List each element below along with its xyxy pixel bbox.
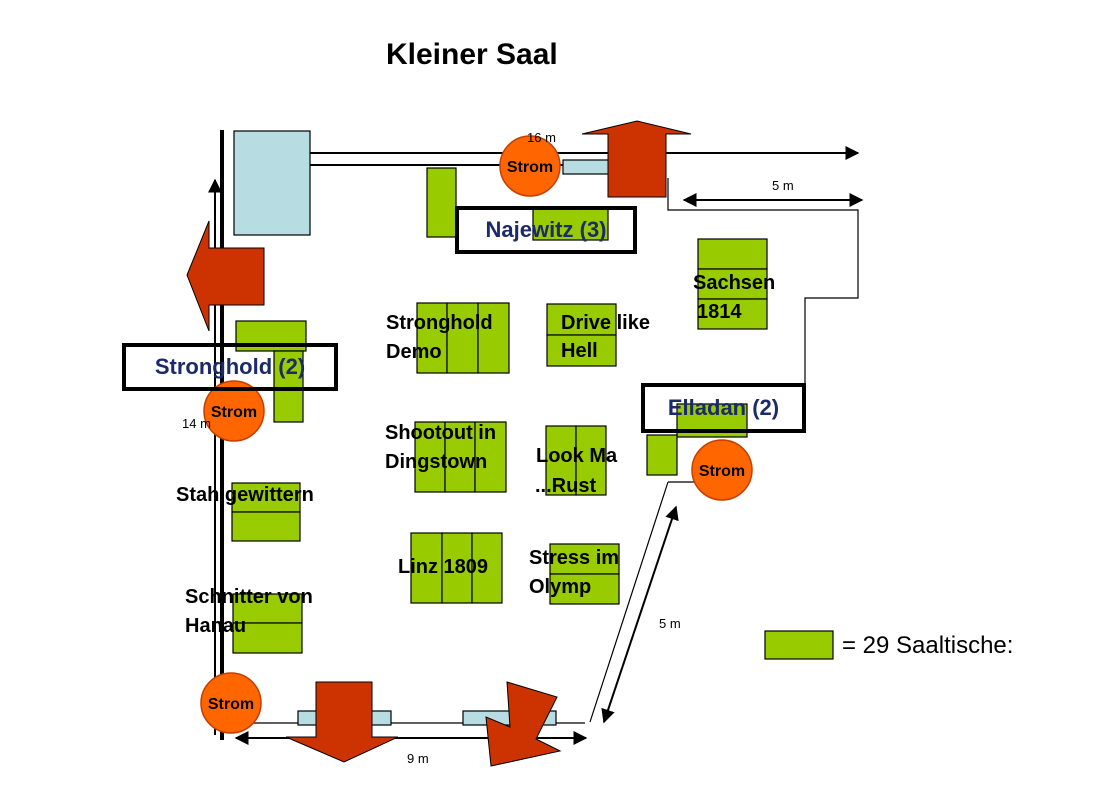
label-stahlgewittern: Stahlgewittern [176, 484, 314, 506]
power-outlet-label: Strom [208, 696, 254, 713]
table [231, 511, 301, 542]
table [545, 425, 577, 496]
legend-text: = 29 Saaltische: [842, 632, 1014, 659]
table [532, 206, 609, 241]
dimension-bottom: 9 m [407, 751, 429, 766]
label-sachsen-1: Sachsen [693, 272, 776, 294]
power-outlet [499, 135, 561, 197]
group-elladan: Elladan (2) [641, 383, 806, 433]
label-linz: Linz 1809 [398, 556, 489, 578]
power-outlet-label: Strom [211, 404, 257, 421]
table [549, 573, 620, 605]
table [426, 167, 457, 238]
table [697, 298, 768, 330]
label-lookma-1: Look Ma [536, 445, 618, 467]
dimension-right-top: 5 m [772, 178, 794, 193]
table [575, 425, 607, 496]
power-outlet-label: Strom [507, 159, 553, 176]
label-stress-2: Olymp [529, 576, 592, 598]
label-stronghold-demo-2: Demo [386, 341, 442, 363]
table [273, 350, 304, 423]
table [232, 622, 303, 654]
power-outlet [203, 380, 265, 442]
group-najewitz: Najewitz (3) [455, 206, 637, 254]
label-drive-2: Hell [561, 340, 598, 362]
label-drive-1: Drive like [561, 312, 650, 334]
table [410, 532, 443, 604]
dimension-top: 16 m [527, 130, 556, 145]
legend-swatch [764, 630, 834, 660]
table [474, 421, 507, 493]
label-schnitter-1: Schnitter von [185, 586, 313, 608]
table [446, 302, 479, 374]
exit-arrow-down [285, 681, 399, 763]
table [546, 334, 617, 367]
power-outlet [691, 439, 753, 501]
group-stronghold: Stronghold (2) [122, 343, 338, 391]
power-outlet-label: Strom [699, 463, 745, 480]
exit-arrows [186, 120, 692, 767]
tables [231, 167, 834, 660]
dimension-diagonal: 5 m [659, 616, 681, 631]
label-stress-1: Stress im [529, 547, 620, 569]
table [697, 268, 768, 300]
label-shootout-1: Shootout in [385, 422, 497, 444]
table [444, 421, 476, 493]
label-shootout-2: Dingstown [385, 451, 488, 473]
exit-arrow-left [186, 220, 265, 332]
table [697, 238, 768, 270]
label-schnitter-2: Hanau [185, 615, 247, 637]
power-outlets [200, 135, 753, 734]
exit-arrow-down-diagonal [485, 681, 562, 767]
label-stronghold-demo-1: Stronghold [386, 312, 493, 334]
label-lookma-2: ...Rust [535, 475, 597, 497]
label-sachsen-2: 1814 [697, 301, 742, 323]
table [546, 303, 617, 336]
table [646, 434, 678, 476]
dimension-left: 14 m [182, 416, 211, 431]
page-title: Kleiner Saal [386, 38, 558, 71]
exit-arrow-up [581, 120, 692, 198]
power-outlet [200, 672, 262, 734]
table [232, 593, 303, 624]
table [477, 302, 510, 374]
table [414, 421, 446, 493]
table [471, 532, 503, 604]
